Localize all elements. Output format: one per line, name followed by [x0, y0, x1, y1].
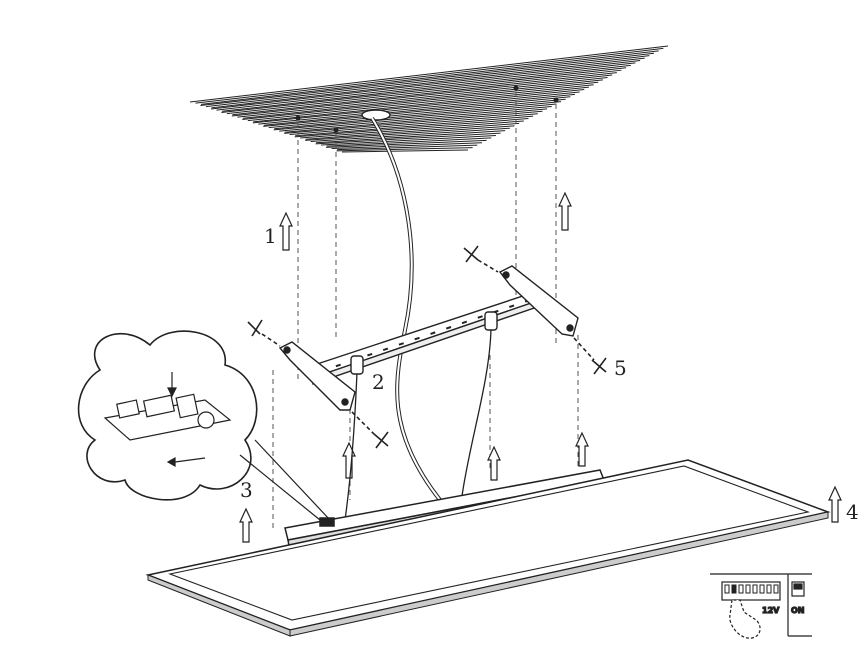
up-arrow-icon [828, 485, 842, 523]
up-arrow-icon [575, 431, 589, 467]
switch-marks: 12V [762, 606, 780, 615]
up-arrow-icon [487, 445, 501, 481]
ceiling-anchor [513, 85, 519, 91]
screw-icon [463, 245, 499, 273]
up-arrow-icon [239, 507, 253, 543]
ceiling-anchor [333, 127, 339, 133]
screws [247, 245, 607, 449]
connector [319, 517, 335, 527]
ceiling-anchor [295, 115, 301, 121]
step-label-2: 2 [372, 370, 385, 394]
up-arrows [239, 191, 842, 543]
up-arrow-icon [558, 191, 572, 231]
finger-icon [729, 599, 761, 639]
screw-icon [573, 337, 607, 375]
wire-clip [484, 311, 498, 331]
step-label-3: 3 [240, 478, 253, 502]
step-label-4: 4 [846, 500, 859, 524]
mounting-bracket [278, 265, 579, 411]
ceiling-anchors [295, 85, 559, 133]
zoom-bubble-icon [77, 330, 331, 521]
alignment-lines [272, 92, 579, 530]
screw-icon [351, 411, 389, 449]
up-arrow-icon [279, 211, 293, 251]
step-label-5: 5 [614, 356, 627, 380]
screw-icon [247, 319, 281, 347]
on-label: ON [791, 606, 805, 615]
led-panel [145, 459, 831, 637]
cables [344, 116, 492, 521]
ceiling-anchor [553, 97, 559, 103]
ceiling [189, 45, 669, 153]
step-label-1: 1 [264, 224, 277, 248]
wire-clip [350, 355, 364, 375]
ceiling-canopy [361, 109, 391, 121]
dip-switch-inset: 12V ON [710, 573, 812, 639]
